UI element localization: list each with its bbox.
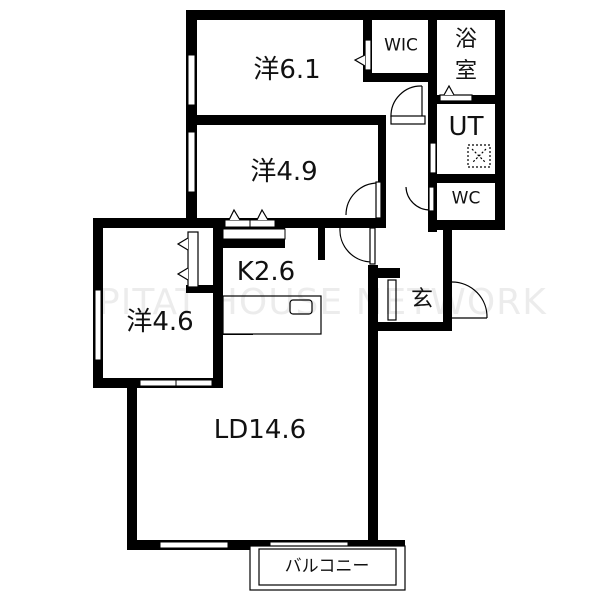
doors [339,85,488,319]
room-label-wic: WIC [384,35,418,56]
room-label-entrance: 玄 [410,287,434,312]
watermark: PITAT HOUSE NETWORK [98,282,547,323]
room-label-western-6-1: 洋6.1 [253,55,321,85]
room-label-ut: UT [448,112,484,142]
room-label-western-4-6: 洋4.6 [126,307,194,337]
walls [93,10,505,550]
room-label-living-dining: LD14.6 [213,415,307,445]
room-label-balcony: バルコニー [284,556,370,577]
room-label-bath-1: 浴 [454,27,478,52]
fixtures [176,39,491,591]
windows [94,54,349,549]
room-label-western-4-9: 洋4.9 [250,157,318,187]
room-label-kitchen: K2.6 [236,257,296,287]
room-label-bath-2: 室 [454,59,478,84]
room-label-wc: WC [451,188,481,209]
